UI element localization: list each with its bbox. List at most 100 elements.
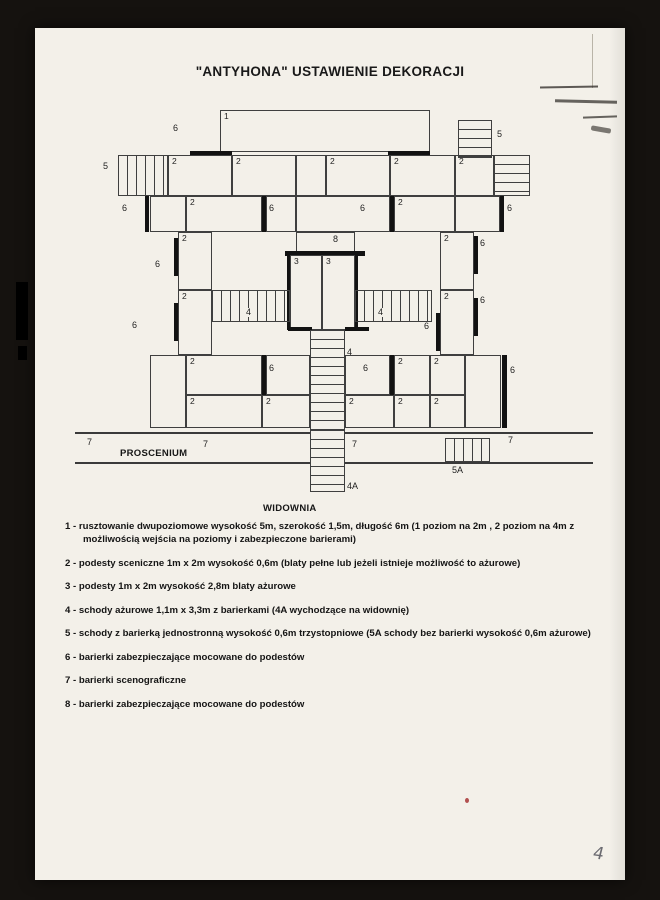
platform-number: 2 (172, 156, 177, 166)
platform-box: 2 (232, 155, 296, 196)
barrier-bar (390, 196, 394, 232)
diagram-number-label: 6 (480, 295, 486, 305)
legend-item-1: 1 - rusztowanie dwupoziomowe wysokość 5m… (65, 521, 575, 545)
diagram-number-label: 4 (245, 307, 253, 317)
platform-number: 2 (190, 356, 195, 366)
barrier-bar (174, 303, 178, 341)
platform-box (455, 196, 500, 232)
platform-box (345, 355, 390, 395)
platform-box: 2 (345, 395, 394, 428)
platform-number: 2 (330, 156, 335, 166)
legend-item-5: 5 - schody z barierką jednostronną wysok… (65, 628, 591, 639)
diagram-number-label: 5 (103, 161, 109, 171)
legend-item-8: 8 - barierki zabezpieczające mocowane do… (65, 698, 305, 710)
platform-number: 2 (398, 197, 403, 207)
platform-number: 2 (434, 396, 439, 406)
diagram-number-label: 6 (360, 203, 366, 213)
platform-number: 2 (190, 396, 195, 406)
platform-number: 2 (190, 197, 195, 207)
platform-box: 2 (390, 155, 455, 196)
platform-box: 2 (440, 232, 474, 290)
platform-box: 2 (430, 355, 465, 395)
platform-number: 3 (326, 256, 331, 266)
barrier-bar (288, 327, 312, 331)
platform-number: 2 (182, 233, 187, 243)
stairs-4a (310, 430, 345, 492)
diagram-number-label: 7 (508, 435, 514, 445)
barrier-bar (436, 313, 440, 351)
diagram-number-label: 7 (203, 439, 209, 449)
barrier-bar (262, 196, 266, 232)
diagram-number-label: 6 (122, 203, 128, 213)
barrier-bar (502, 355, 507, 428)
stage-line (75, 462, 310, 464)
platform-box: 2 (440, 290, 474, 355)
platform-box (266, 355, 310, 395)
platform-box (150, 196, 186, 232)
platform-number: 2 (444, 233, 449, 243)
diagram-number-label: 4 (377, 307, 385, 317)
platform-number: 2 (398, 396, 403, 406)
platform-number: 2 (398, 356, 403, 366)
barrier-bar (474, 298, 478, 336)
proscenium-label: PROSCENIUM (120, 448, 188, 459)
stage-line (345, 432, 593, 434)
legend-item-4: 4 - schody ażurowe 1,1m x 3,3m z barierk… (65, 604, 410, 616)
diagram-number-label: 5 (497, 129, 503, 139)
platform-box: 2 (394, 395, 430, 428)
scaffold-1: 1 (220, 110, 430, 152)
tall-podium-3: 3 (290, 255, 322, 330)
platform-number: 2 (349, 396, 354, 406)
tall-podium-3: 3 (322, 255, 355, 330)
barrier-bar (174, 238, 178, 276)
platform-box: 2 (430, 395, 465, 428)
diagram-number-label: 6 (424, 321, 430, 331)
barrier-bar (500, 196, 504, 232)
stairs-5-top-right (458, 120, 492, 158)
legend-item-2: 2 - podesty sceniczne 1m x 2m wysokość 0… (65, 557, 521, 569)
scan-artifact-blob (16, 282, 28, 340)
platform-box: 2 (186, 355, 262, 395)
platform-box: 2 (186, 395, 262, 428)
diagram-number-label: 6 (173, 123, 179, 133)
stairs-4-center (310, 330, 345, 430)
platform-number: 2 (266, 396, 271, 406)
platform-box: 2 (262, 395, 310, 428)
stairs-5a (445, 438, 490, 462)
diagram-number-label: 4A (347, 481, 359, 491)
platform-box: 2 (168, 155, 232, 196)
platform-box (150, 355, 186, 428)
handwritten-page-number: 4 (590, 843, 607, 865)
barrier-bar (145, 196, 149, 232)
legend-item-3: 3 - podesty 1m x 2m wysokość 2,8m blaty … (65, 581, 296, 592)
stage-line (75, 432, 310, 434)
diagram-number-label: 7 (87, 437, 93, 447)
diagram-number-label: 6 (507, 203, 513, 213)
diagram-number-label: 6 (480, 238, 486, 248)
paper-edge-shade (609, 28, 625, 880)
barrier-bar (262, 355, 266, 395)
legend: 1 - rusztowanie dwupoziomowe wysokość 5m… (65, 520, 613, 721)
diagram-number-label: 7 (352, 439, 358, 449)
platform-number: 2 (394, 156, 399, 166)
diagram-number-label: 6 (269, 203, 275, 213)
platform-number: 2 (459, 156, 464, 166)
platform-number: 1 (224, 111, 229, 121)
platform-box: 2 (178, 232, 212, 290)
platform-number: 2 (434, 356, 439, 366)
diagram-number-label: 6 (363, 363, 369, 373)
platform-box: 2 (455, 155, 494, 196)
barrier-bar (390, 355, 394, 395)
platform-box: 2 (394, 196, 455, 232)
barrier-bar (285, 251, 365, 256)
scan-artifact-streak (539, 85, 599, 89)
diagram-number-label: 6 (269, 363, 275, 373)
diagram-number-label: 6 (132, 320, 138, 330)
diagram-number-label: 6 (155, 259, 161, 269)
stage-line (345, 462, 593, 464)
stairs-5-left (118, 155, 168, 196)
stairs-4-right (355, 290, 432, 322)
platform-box (296, 196, 390, 232)
